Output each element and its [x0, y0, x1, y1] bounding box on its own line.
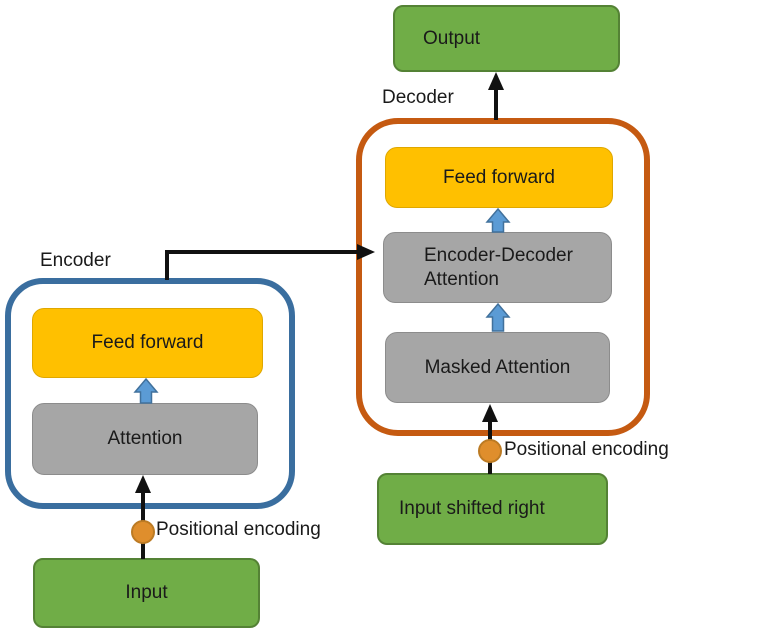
encoder-frame — [5, 278, 295, 509]
decoder-positional-encoding-dot — [478, 439, 502, 463]
encoder-decoder-attention-label: Encoder-Decoder Attention — [424, 244, 573, 292]
encoder-positional-encoding-dot — [131, 520, 155, 544]
encoder-decoder-attention-line2: Attention — [424, 268, 499, 290]
output-box: Output — [393, 5, 620, 72]
output-label: Output — [423, 27, 481, 49]
encoder-to-decoder-connector — [165, 250, 360, 280]
input-box: Input — [33, 558, 260, 628]
input-shifted-right-box: Input shifted right — [377, 473, 608, 545]
decoder-positional-encoding-label: Positional encoding — [504, 439, 669, 460]
decoder-feed-forward-label: Feed forward — [443, 166, 555, 188]
attention-box: Attention — [32, 403, 258, 475]
masked-attention-label: Masked Attention — [424, 356, 571, 378]
encoder-label: Encoder — [40, 250, 111, 271]
encoder-feed-forward-box: Feed forward — [32, 308, 263, 378]
encoder-feed-forward-label: Feed forward — [91, 332, 204, 354]
input-label: Input — [125, 582, 168, 604]
decoder-to-output-arrowhead-icon — [488, 72, 504, 90]
decoder-feed-forward-box: Feed forward — [385, 147, 613, 208]
decoder-label: Decoder — [382, 87, 454, 108]
attention-label: Attention — [107, 428, 183, 450]
masked-attention-box: Masked Attention — [385, 332, 610, 403]
encoder-positional-encoding-label: Positional encoding — [156, 519, 321, 540]
input-shifted-right-label: Input shifted right — [399, 498, 545, 520]
encoder-decoder-attention-line1: Encoder-Decoder — [424, 244, 573, 266]
encoder-decoder-attention-box: Encoder-Decoder Attention — [383, 232, 612, 303]
